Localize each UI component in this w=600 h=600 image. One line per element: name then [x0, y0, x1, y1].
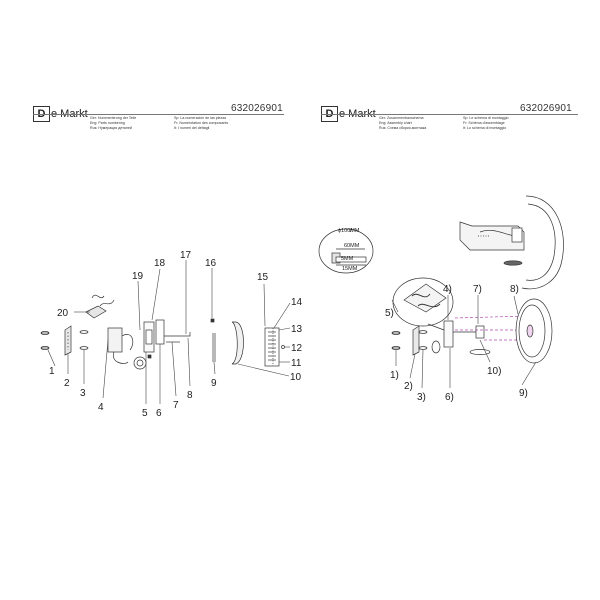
assembly-bracket: [412, 325, 420, 356]
dim-top: 60MM: [344, 243, 360, 249]
led-board-part: [264, 327, 280, 367]
caption-rus-2: Rus: Схема сборки-монтажа: [379, 126, 427, 131]
connector-part: [210, 318, 215, 323]
parts-diagram: 1 2 3 4 5 6 7 8 9 10 11 12 13 14 15 16 1…: [40, 250, 303, 419]
assembly-label-9: 9): [519, 388, 528, 399]
part-label-16: 16: [205, 258, 217, 269]
assembly-diagram: ϕ100MM 60MM 5MM 15MM 1) 2) 3) 4) 5) 6) 7…: [318, 195, 564, 403]
dim-mid: 5MM: [341, 256, 354, 262]
caption-ger-2: Ger: Zusammenbauschema: [379, 116, 424, 120]
assembly-label-7: 7): [473, 284, 482, 295]
part-label-11: 11: [291, 358, 302, 369]
terminal-block-part: [85, 294, 115, 319]
part-label-9: 9: [211, 378, 217, 389]
driver-box-part: [107, 327, 147, 370]
dim-diameter: ϕ100MM: [338, 228, 360, 234]
assembly-screw: [391, 331, 401, 350]
part-label-7: 7: [173, 400, 179, 411]
assembly-label-6: 6): [445, 392, 454, 403]
caption-it-2: It: Lo schema di montaggio: [463, 126, 507, 131]
assembly-panel: D e Markt 632026901 Ger: Zusammenbausche…: [300, 0, 600, 600]
caption-rus: Rus: Нумерация деталей: [90, 126, 132, 131]
part-label-5: 5: [142, 408, 148, 419]
caption-it: It: I numeri dei dettagli: [174, 126, 210, 131]
part-label-6: 6: [156, 408, 162, 419]
assembly-label-10: 10): [487, 366, 501, 377]
language-captions-2: Ger: Zusammenbauschema Eng: Assembly cha…: [379, 116, 509, 132]
product-code: 632026901: [231, 103, 283, 114]
part-label-12: 12: [291, 343, 303, 354]
assembly-label-1: 1): [390, 370, 399, 381]
parts-panel: D e Markt 632026901 Ger: Nummerierung de…: [33, 103, 303, 419]
part-label-14: 14: [291, 297, 303, 308]
assembly-cover: [431, 340, 441, 354]
shade-part: [231, 321, 244, 365]
caption-fr-2: Fr: Schéma d'assemblage: [463, 121, 505, 126]
part-label-13: 13: [291, 324, 303, 335]
assembly-label-2: 2): [404, 381, 413, 392]
header-rule-2: [321, 114, 578, 115]
mounting-bracket-part: [64, 325, 72, 356]
dim-bottom: 15MM: [342, 266, 358, 272]
caption-eng-2: Eng: Assembly chart: [379, 121, 412, 126]
part-label-8: 8: [187, 390, 193, 401]
part-label-3: 3: [80, 388, 86, 399]
assembly-label-8: 8): [510, 284, 519, 295]
product-code-2: 632026901: [520, 103, 572, 114]
caption-sp: Sp: La numeración de las piezas: [174, 116, 227, 120]
part-label-1: 1: [49, 366, 55, 377]
wiring-detail: [392, 277, 454, 331]
base-plate-part: [143, 321, 155, 359]
assembly-base: [443, 320, 454, 348]
part-label-10: 10: [290, 372, 302, 383]
assembly-label-4: 4): [443, 284, 452, 295]
header-rule: [33, 114, 284, 115]
part-label-18: 18: [154, 258, 166, 269]
part-label-2: 2: [64, 378, 70, 389]
part-label-15: 15: [257, 272, 269, 283]
assembly-leaders: [391, 295, 537, 389]
assembly-label-3: 3): [417, 392, 426, 403]
dimension-detail: [318, 227, 374, 274]
caption-sp-2: Sp: Le schema di montaggio: [463, 116, 509, 120]
mounted-lamp-view: [459, 195, 564, 290]
diffuser-part: [212, 333, 216, 362]
caption-ger: Ger: Nummerierung der Teile: [90, 116, 137, 120]
language-captions: Ger: Nummerierung der Teile Eng: Parts n…: [90, 116, 228, 132]
assembly-label-5: 5): [385, 308, 394, 319]
assembly-anchor: [418, 330, 428, 350]
caption-eng: Eng: Parts numbering: [90, 121, 125, 126]
part-label-19: 19: [132, 271, 144, 282]
caption-fr: Fr: Numérotation des composants: [174, 121, 229, 126]
part-label-4: 4: [98, 402, 104, 413]
part-label-20: 20: [57, 308, 69, 319]
part-label-17: 17: [180, 250, 192, 261]
arm-part: [155, 319, 191, 345]
anchor-part: [79, 330, 89, 350]
leader-lines: [47, 260, 291, 404]
assembly-shade: [515, 298, 553, 364]
screw-part: [40, 331, 50, 350]
